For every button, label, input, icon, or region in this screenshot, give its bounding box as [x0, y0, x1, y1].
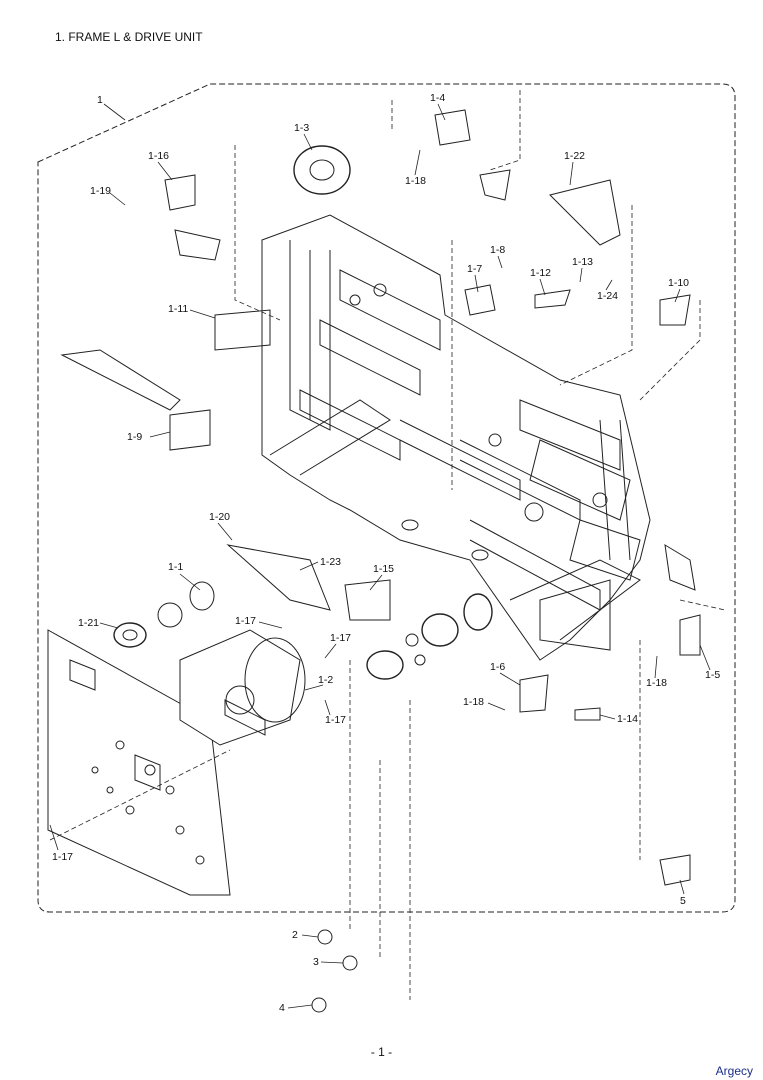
callout-1-17-b: 1-17	[330, 632, 351, 644]
callouts: 1 1-1 1-2 1-3 1-4 1-5 1-6 1-7 1-8 1-9 1-…	[52, 92, 720, 1014]
callout-1-1: 1-1	[168, 561, 183, 573]
callout-4: 4	[279, 1002, 285, 1014]
callout-1-20: 1-20	[209, 511, 230, 523]
callout-1-24: 1-24	[597, 290, 618, 302]
callout-1-18-a: 1-18	[405, 175, 426, 187]
callout-3: 3	[313, 956, 319, 968]
callout-1-17-a: 1-17	[235, 615, 256, 627]
callout-1-10: 1-10	[668, 277, 689, 289]
callout-1-19: 1-19	[90, 185, 111, 197]
callout-1-2: 1-2	[318, 674, 333, 686]
callout-1-17-c: 1-17	[325, 714, 346, 726]
drive-motor	[113, 581, 493, 746]
callout-1-18-c: 1-18	[646, 677, 667, 689]
leader-lines	[49, 103, 711, 1009]
callout-1-17-d: 1-17	[52, 851, 73, 863]
watermark: Argecy	[715, 1064, 753, 1078]
callout-1-14: 1-14	[617, 713, 638, 725]
callout-1: 1	[97, 94, 103, 106]
callout-1-3: 1-3	[294, 122, 309, 134]
page-title: 1. FRAME L & DRIVE UNIT	[55, 30, 203, 44]
small-parts	[60, 109, 701, 1013]
callout-1-7: 1-7	[467, 263, 482, 275]
guide-lines	[49, 90, 726, 1000]
page-number: - 1 -	[370, 1045, 393, 1059]
callout-1-13: 1-13	[572, 256, 593, 268]
assembly-boundary	[37, 83, 736, 913]
callout-1-11: 1-11	[168, 303, 188, 315]
callout-1-16: 1-16	[148, 150, 169, 162]
callout-1-12: 1-12	[530, 267, 551, 279]
callout-1-9: 1-9	[127, 431, 142, 443]
callout-1-4: 1-4	[430, 92, 445, 104]
callout-1-21: 1-21	[78, 617, 99, 629]
callout-5: 5	[680, 895, 686, 907]
callout-1-18-b: 1-18	[463, 696, 484, 708]
callout-2: 2	[292, 929, 298, 941]
callout-1-8: 1-8	[490, 244, 505, 256]
main-frame	[261, 214, 651, 661]
callout-1-23: 1-23	[320, 556, 341, 568]
callout-1-22: 1-22	[564, 150, 585, 162]
callout-1-15: 1-15	[373, 563, 394, 575]
callout-1-6: 1-6	[490, 661, 505, 673]
callout-1-5: 1-5	[705, 669, 720, 681]
